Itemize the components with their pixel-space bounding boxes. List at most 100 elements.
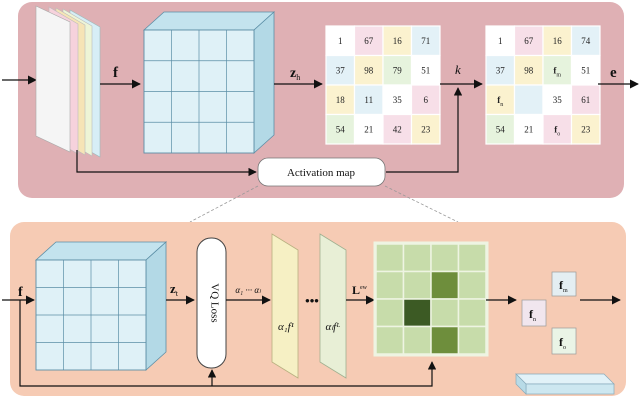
- heatmap-cell: [457, 325, 487, 355]
- top-k-label: k: [455, 62, 461, 77]
- bottom-feature-cube: [34, 241, 168, 371]
- grid-right-cell: [570, 54, 601, 86]
- grid-left-cell-value: 23: [421, 124, 431, 134]
- grid-left-cell-value: 6: [424, 95, 429, 105]
- grid-right-cell: [570, 25, 601, 57]
- grid-right-cell-value: 1: [498, 36, 503, 46]
- heatmap-cell: [457, 243, 487, 273]
- grid-right-cell-value: 37: [496, 65, 506, 75]
- top-e-label: e: [610, 65, 617, 81]
- activation-feed-line: [76, 150, 257, 177]
- vq-loss-box: [196, 237, 227, 369]
- f-box-o: [551, 327, 577, 355]
- grid-right-cell: [513, 113, 544, 145]
- grid-right-cell-value: 35: [553, 95, 563, 105]
- heatmap-cell: [375, 298, 405, 328]
- activation-to-k-line: [386, 87, 463, 173]
- grid-right-cell: [513, 25, 544, 57]
- heatmap-cell: [457, 298, 487, 328]
- grid-right-cell-value: 51: [581, 65, 590, 75]
- zoom-line-left: [189, 185, 259, 223]
- grid-right-cell-value: fn: [497, 95, 503, 108]
- f-box-n: [521, 299, 547, 327]
- f-box-m: [551, 271, 577, 297]
- top-feature-cube: [142, 11, 276, 154]
- grid-left-cell: [353, 54, 384, 86]
- grid-left-cell: [353, 25, 384, 57]
- activation-map-label: Activation map: [287, 167, 356, 179]
- grid-right-cell-value: 74: [581, 36, 591, 46]
- grid-right-cell: [570, 113, 601, 145]
- heatmap-cell: [402, 298, 432, 328]
- grid-left-cell-value: 51: [421, 65, 430, 75]
- alpha-label: α₁ ··· αₗ: [235, 285, 262, 295]
- grid-right-cell: [542, 113, 573, 145]
- grid-left-cell-value: 79: [393, 65, 403, 75]
- grid-right-cell: [485, 84, 516, 116]
- grid-right-cell-value: 98: [524, 65, 534, 75]
- grid-left-cell-value: 42: [393, 124, 402, 134]
- token-bar: [515, 373, 615, 395]
- selected-features: fm fn fo: [521, 271, 577, 355]
- heatmap-cell: [402, 270, 432, 300]
- grid-left-cell: [353, 113, 384, 145]
- zoom-line-right: [384, 185, 459, 223]
- alpha-f-first-label: α₁f¹: [278, 321, 294, 333]
- ellipsis-label: •••: [305, 293, 319, 308]
- grid-right-cell-value: 61: [581, 95, 590, 105]
- grid-left-cell-value: 71: [421, 36, 430, 46]
- grid-right-cell-value: 67: [524, 36, 534, 46]
- grid-left-cell: [353, 84, 384, 116]
- alpha-f-last-label: αₗfᴸ: [325, 321, 340, 333]
- grid-left-cell-value: 11: [364, 95, 373, 105]
- heatmap-cell: [375, 325, 405, 355]
- bottom-feedback-line: [19, 300, 437, 387]
- heatmap-cell: [375, 243, 405, 273]
- grid-right-cell: [542, 25, 573, 57]
- grid-left-cell-value: 67: [364, 36, 374, 46]
- f-box-o-label: fo: [559, 335, 566, 351]
- vq-loss-label: VQ Loss: [209, 283, 221, 322]
- heatmap-cell: [430, 298, 460, 328]
- grid-right-cell: [513, 84, 544, 116]
- grid-left-cell-value: 35: [393, 95, 403, 105]
- grid-right-cell: [513, 54, 544, 86]
- grid-right-cell-value: 16: [553, 36, 563, 46]
- grid-left-cell-value: 1: [338, 36, 343, 46]
- grid-left-cell-value: 16: [393, 36, 403, 46]
- activation-heatmap: [373, 241, 489, 357]
- weighted-feature-last: [319, 233, 347, 379]
- bottom-z-label: zt: [170, 281, 179, 298]
- grid-right-cell-value: fo: [554, 124, 560, 137]
- grid-left-cell-value: 21: [364, 124, 373, 134]
- top-feature-label: f: [113, 65, 119, 81]
- grid-left-cell: [325, 113, 356, 145]
- activation-map-box: [257, 157, 386, 187]
- bottom-feature-label: f: [18, 285, 23, 300]
- grid-left-cell-value: 18: [336, 95, 346, 105]
- heatmap-cell: [457, 270, 487, 300]
- grid-left-cell: [410, 25, 441, 57]
- f-box-n-label: fn: [529, 307, 536, 323]
- grid-right-cell-value: 54: [496, 124, 506, 134]
- grid-right-cell-value: 21: [524, 124, 533, 134]
- heatmap-cell: [430, 243, 460, 273]
- input-image-stack: [35, 5, 101, 158]
- grid-left-cell: [410, 84, 441, 116]
- L-label: Lew: [352, 283, 368, 297]
- heatmap-cell: [430, 325, 460, 355]
- heatmap-cell: [430, 270, 460, 300]
- weighted-feature-first: [271, 233, 299, 379]
- heatmap-cell: [375, 270, 405, 300]
- grid-right-cell-value: 23: [581, 124, 591, 134]
- heatmap-cell: [402, 243, 432, 273]
- heatmap-cell: [402, 325, 432, 355]
- f-box-m-label: fm: [559, 278, 568, 294]
- grid-right-cell: [542, 54, 573, 86]
- grid-left-cell: [382, 84, 413, 116]
- grid-left-cell-value: 37: [336, 65, 346, 75]
- grid-left-cell: [410, 113, 441, 145]
